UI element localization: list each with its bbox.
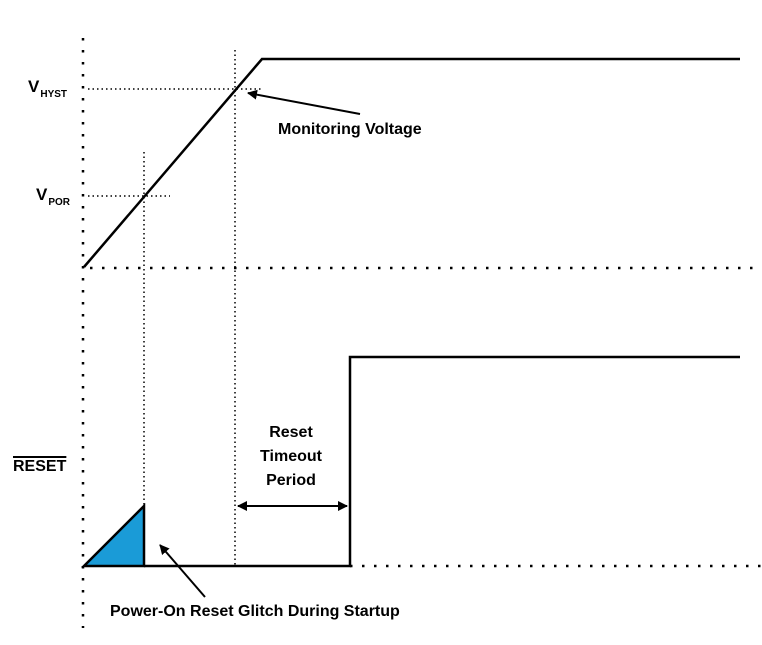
v-hyst-label-sub: HYST [40,89,68,100]
reset-timeout-label: Reset Timeout Period [254,421,328,493]
monitoring-voltage-waveform [83,57,740,268]
v-hyst-label-main: V [28,77,40,96]
glitch-label: Power-On Reset Glitch During Startup [110,603,400,620]
reset-waveform [144,355,740,568]
reset-timeout-line3: Period [266,472,316,489]
reset-timeout-line2: Timeout [260,448,322,465]
v-hyst-label: VHYST [28,77,67,100]
reset-signal-label: RESET [13,458,67,475]
reset-timeout-line1: Reset [269,424,313,441]
v-por-label-main: V [36,185,48,204]
monitoring-voltage-label: Monitoring Voltage [278,121,422,138]
v-por-label: VPOR [36,185,70,208]
v-por-label-sub: POR [48,197,71,208]
glitch-arrow [159,544,206,598]
reset-glitch-shape [80,502,146,568]
monitoring-voltage-arrow [247,89,361,115]
